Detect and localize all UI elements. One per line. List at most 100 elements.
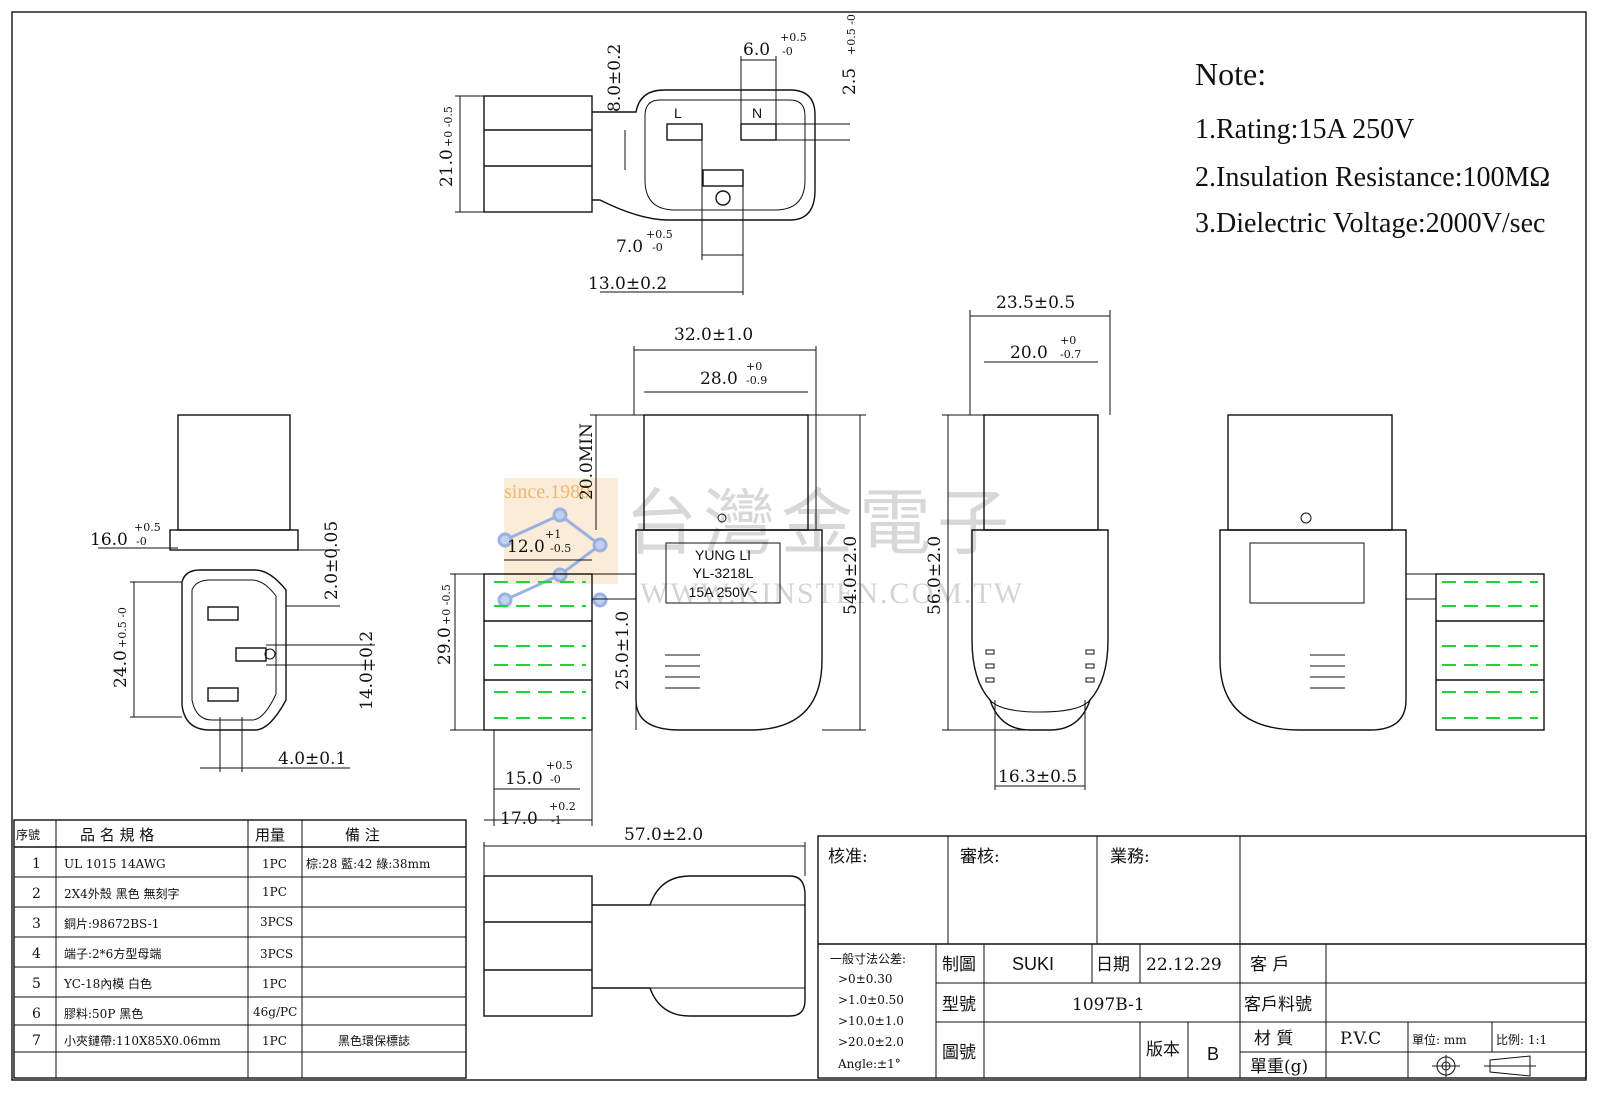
dim-15: 15.0 xyxy=(505,769,543,789)
tb-model-label: 型號 xyxy=(942,995,976,1015)
dim-24-tol: +0.5 -0 xyxy=(116,607,129,648)
side-view: 23.5±0.5 20.0 +0 -0.7 56.0±2.0 16.3±0.5 xyxy=(925,293,1111,790)
dim-2-5-tol: +0.5 -0 xyxy=(845,14,858,55)
tb-date-label: 日期 xyxy=(1096,955,1130,975)
dim-20-tol-dn: -0.7 xyxy=(1060,348,1081,361)
side-view-ribs xyxy=(985,649,1095,683)
tb-date-value: 22.12.29 xyxy=(1146,955,1222,975)
bottom-view: 57.0±2.0 xyxy=(483,825,806,1017)
bom-row-6-spec: 膠料:50P 黑色 xyxy=(64,1007,143,1021)
mirror-view-body xyxy=(1219,529,1407,731)
bom-row-2-spec: 2X4外殼 黑色 無刻字 xyxy=(64,886,179,901)
product-label-line3: 15A 250V~ xyxy=(689,584,758,600)
watermark-since: since.1980 xyxy=(504,481,590,503)
bom-row-6-no: 6 xyxy=(32,1006,41,1022)
bom-row-7-qty: 1PC xyxy=(262,1034,287,1048)
top-view-pin-e xyxy=(702,169,744,187)
dim-12-tol-up: +1 xyxy=(545,528,561,541)
ground-symbol-icon xyxy=(715,190,731,206)
dim-2-5: 2.5 xyxy=(840,68,860,95)
bom-row-5-spec: YC-18內模 白色 xyxy=(63,976,152,991)
dim-16-tol-up: +0.5 xyxy=(134,521,161,534)
bom-row-3-spec: 銅片:98672BS-1 xyxy=(64,917,159,931)
bom-row-2-no: 2 xyxy=(32,886,41,902)
tb-tolerance-3: >10.0±1.0 xyxy=(838,1014,904,1028)
mirror-view-head xyxy=(1227,414,1393,531)
bom-row-7-remark: 黑色環保標誌 xyxy=(338,1033,410,1048)
dim-21: 21.0 xyxy=(437,149,457,187)
dim-6-tol-dn: -0 xyxy=(782,45,793,58)
dim-20min: 20.0MIN xyxy=(577,423,597,500)
product-label-box xyxy=(665,542,781,604)
tb-cust-part-label: 客戶料號 xyxy=(1244,995,1312,1015)
dim-12: 12.0 xyxy=(507,537,545,557)
dim-7-tol-dn: -0 xyxy=(652,241,663,254)
tb-unit-label: 單位: mm xyxy=(1412,1032,1467,1047)
tb-tolerance-4: >20.0±2.0 xyxy=(838,1035,904,1049)
top-view-pin-n xyxy=(740,123,777,141)
mirror-grip-lines xyxy=(1310,654,1345,689)
top-view: L N 8.0±0.2 6.0 +0.5 -0 2.5 +0.5 -0 21.0… xyxy=(437,14,860,295)
dim-24: 24.0 xyxy=(111,650,131,688)
note-3: 3.Dielectric Voltage:2000V/sec xyxy=(1195,208,1545,239)
dim-21-tol: +0 -0.5 xyxy=(442,106,455,147)
dim-15-tol-dn: -0 xyxy=(550,773,561,786)
tb-approve-label: 核准: xyxy=(828,847,868,867)
left-view-pin-n xyxy=(207,687,239,702)
top-view-cable-block xyxy=(483,95,593,213)
bom-row-4-qty: 3PCS xyxy=(260,947,293,961)
dim-6-tol-up: +0.5 xyxy=(780,31,807,44)
bom-row-5-no: 5 xyxy=(32,976,41,992)
dim-56: 56.0±2.0 xyxy=(925,536,945,615)
bom-row-1-qty: 1PC xyxy=(262,857,287,871)
bom-row-7-spec: 小夾鏈帶:110X85X0.06mm xyxy=(64,1033,221,1048)
dim-20-tol-up: +0 xyxy=(1060,334,1076,347)
left-view-face xyxy=(181,569,287,731)
dim-54: 54.0±2.0 xyxy=(841,536,861,615)
watermark-circuit-icon xyxy=(497,507,608,608)
dim-17-tol-dn: -1 xyxy=(551,814,562,827)
mirror-view-connector xyxy=(1435,573,1545,731)
tb-business-label: 業務: xyxy=(1110,847,1150,867)
bom-header-spec: 品 名 規 格 xyxy=(80,826,154,844)
tb-tolerance-5: Angle:±1° xyxy=(837,1057,901,1071)
hidden-lines xyxy=(494,581,586,719)
dim-7-tol-up: +0.5 xyxy=(646,228,673,241)
front-view: YUNG LI YL-3218L 15A 250V~ 32.0±1.0 28.0… xyxy=(435,325,866,829)
tb-material-label: 材 質 xyxy=(1254,1029,1293,1049)
watermark-company: 台灣金電子 xyxy=(625,481,1015,565)
bom-row-2-qty: 1PC xyxy=(262,885,287,899)
bom-row-1-remark: 棕:28 藍:42 綠:38mm xyxy=(306,856,431,871)
notes-block: Note: 1.Rating:15A 250V 2.Insulation Res… xyxy=(1195,56,1550,239)
dim-4: 4.0±0.1 xyxy=(278,749,346,769)
dim-12-tol-dn: -0.5 xyxy=(550,542,571,555)
dim-17-tol-up: +0.2 xyxy=(549,800,576,813)
bom-row-3-qty: 3PCS xyxy=(260,915,293,929)
dim-29-tol: +0 -0.5 xyxy=(440,584,453,625)
dim-17: 17.0 xyxy=(500,809,538,829)
tb-tolerance-1: >0±0.30 xyxy=(838,972,892,986)
side-view-body xyxy=(971,529,1109,731)
tb-drawn-label: 制圖 xyxy=(942,955,976,975)
tb-drawn-value: SUKI xyxy=(1012,954,1054,974)
projection-symbol-icon xyxy=(1432,1055,1536,1077)
watermark: 台灣金電子 WWW.KINSTEN.COM.TW since.1980 xyxy=(497,478,1022,610)
tb-customer-label: 客 戶 xyxy=(1250,955,1289,975)
tb-review-label: 審核: xyxy=(960,847,1000,867)
dim-25: 25.0±1.0 xyxy=(613,611,633,690)
title-block: 核准: 審核: 業務: 一般寸法公差: >0±0.30 >1.0±0.50 >1… xyxy=(817,835,1587,1079)
bom-row-6-qty: 46g/PC xyxy=(253,1005,297,1019)
dim-28-tol-dn: -0.9 xyxy=(746,374,767,387)
dim-28: 28.0 xyxy=(700,369,738,389)
mirror-view xyxy=(1219,414,1545,731)
dim-28-tol-up: +0 xyxy=(746,360,762,373)
dim-14: 14.0±0.2 xyxy=(357,631,377,710)
bom-header-no: 序號 xyxy=(16,827,40,842)
left-view-pin-e xyxy=(235,647,267,662)
bom-row-5-qty: 1PC xyxy=(262,977,287,991)
bom-header-remark: 備 注 xyxy=(345,826,380,844)
dim-2-0: 2.0±0.05 xyxy=(322,521,342,600)
front-view-body xyxy=(635,529,823,731)
bom-row-1-spec: UL 1015 14AWG xyxy=(64,857,166,871)
